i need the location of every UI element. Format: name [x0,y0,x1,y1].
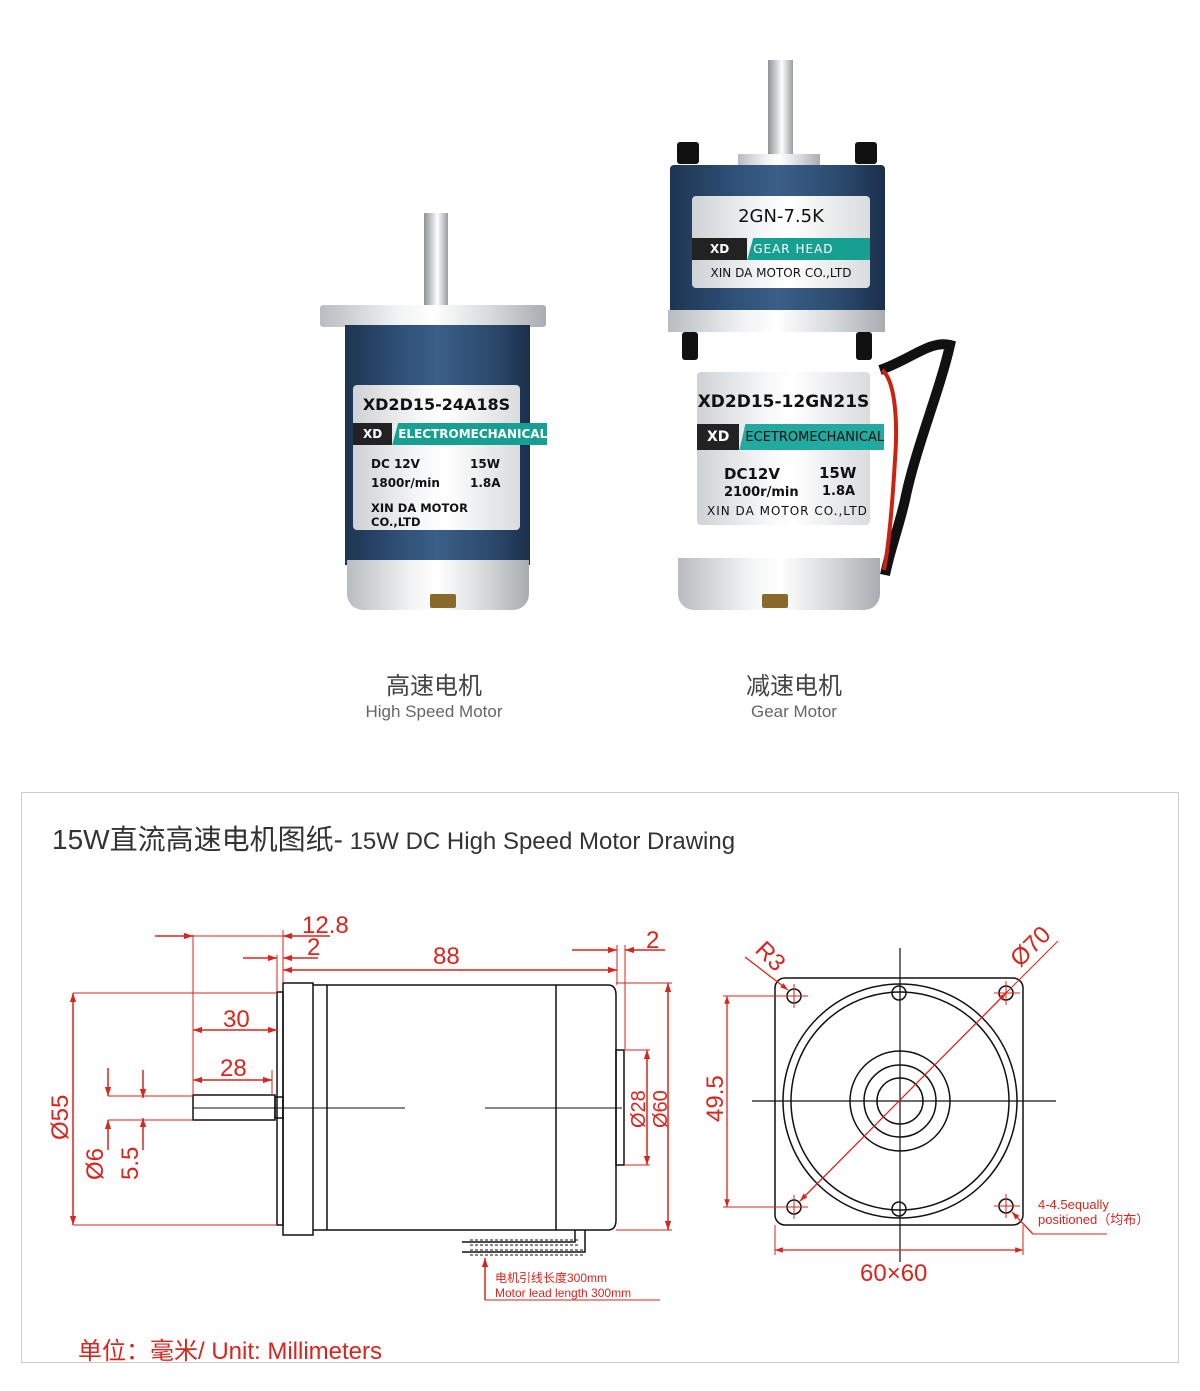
drawing-title-en: 15W DC High Speed Motor Drawing [342,828,736,855]
current: 1.8A [470,476,501,490]
dim-60x60: 60×60 [860,1260,927,1287]
dim-49-5: 49.5 [702,1075,729,1122]
current: 1.8A [822,484,856,499]
speed: 2100r/min [724,485,799,500]
drawing-title: 15W直流高速电机图纸- 15W DC High Speed Motor Dra… [52,818,735,858]
gearhead-model: 2GN-7.5K [738,206,824,227]
speed: 1800r/min [371,476,440,490]
brand-band-text: ECETROMECHANICAL [739,424,885,450]
holes-note-line1: 4-4.5equally [1038,1197,1109,1212]
motor-shaft [424,213,448,307]
model-number: XD2D15-12GN21S [697,392,870,412]
brand-logo: XD [692,238,748,260]
bolt-icon [682,332,698,360]
company: XIN DA MOTOR CO.,LTD [707,504,868,518]
lead-note-cn: 电机引线长度300mm [495,1270,607,1285]
side-view [192,982,625,1256]
gear-flange [668,310,885,332]
dim-5-5: 5.5 [117,1147,144,1180]
dim-d60: Ø60 [650,1090,672,1128]
dim-d28: Ø28 [628,1090,650,1128]
dim-d70: Ø70 [1005,921,1056,972]
drawing-panel [21,792,1179,1363]
dim-30: 30 [223,1006,250,1033]
power: 15W [819,464,857,482]
power: 15W [470,457,500,471]
caption-cn: 减速电机 [746,673,842,700]
brand-band-text: GEAR HEAD [747,238,870,260]
drawing-title-cn: 15W直流高速电机图纸- [52,824,343,855]
holes-note-line2: positioned（均布） [1038,1212,1149,1227]
brand-band-text: ELECTROMECHANICAL [392,423,548,445]
brand-band: XD ELECTROMECHANICAL [353,423,548,445]
model-number: XD2D15-24A18S [362,395,511,414]
side-dimensions [69,930,672,1301]
bolt-icon [855,142,877,164]
brand-band: XD ECETROMECHANICAL [697,424,885,450]
motor-flange [320,305,546,327]
gearhead-nameplate: 2GN-7.5K XD GEAR HEAD XIN DA MOTOR CO.,L… [692,196,870,288]
brand-logo: XD [697,424,740,450]
dim-2-front: 2 [307,934,320,961]
dim-r3: R3 [750,936,791,977]
motor-terminal [430,594,456,608]
caption-en: High Speed Motor [365,702,503,721]
caption-en: Gear Motor [751,702,837,721]
motor-terminal [762,594,788,608]
brand-logo: XD [353,423,393,445]
dim-88: 88 [433,943,460,970]
brand-band: XD GEAR HEAD [692,238,870,260]
dim-12-8: 12.8 [302,912,349,939]
caption-cn: 高速电机 [386,673,482,700]
motor-nameplate: XD2D15-24A18S XD ELECTROMECHANICAL DC 12… [353,385,548,530]
bolt-icon [856,332,872,360]
company: XIN DA MOTOR CO.,LTD [371,501,468,529]
company: XIN DA MOTOR CO.,LTD [710,266,852,280]
dim-d6: Ø6 [82,1148,109,1180]
dim-d55: Ø55 [47,1095,74,1140]
bolt-icon [677,142,699,164]
front-view [752,948,1056,1262]
unit-note: 单位：毫米/ Unit: Millimeters [78,1338,383,1365]
front-dimensions [723,940,1107,1255]
dim-2-rear: 2 [646,927,659,954]
voltage: DC12V [724,465,780,483]
gear-shaft [768,60,793,157]
lead-note-en: Motor lead length 300mm [495,1286,631,1300]
motor-leads [462,1230,586,1253]
flange-outline [282,982,314,1236]
voltage: DC 12V [371,457,420,471]
motor-cable [878,339,956,576]
dim-28: 28 [220,1055,247,1082]
motor-nameplate: XD2D15-12GN21S XD ECETROMECHANICAL DC12V… [697,372,885,525]
